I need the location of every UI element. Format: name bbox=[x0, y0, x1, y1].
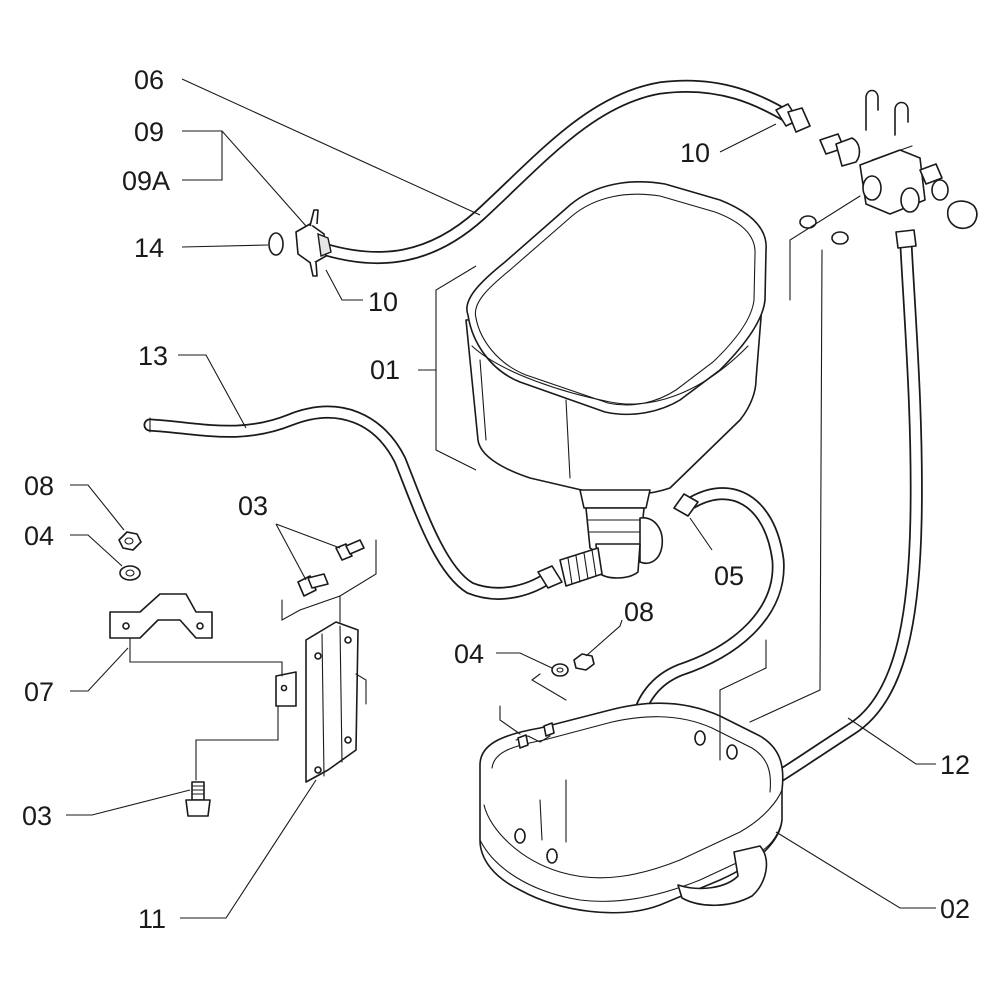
manifold bbox=[789, 89, 978, 301]
washer-04-left bbox=[119, 565, 141, 581]
nut-08-left bbox=[118, 531, 142, 551]
label-01: 01 bbox=[370, 355, 400, 385]
label-08-left: 08 bbox=[24, 471, 54, 501]
hose-12 bbox=[763, 229, 923, 789]
bracket-11 bbox=[129, 539, 377, 783]
label-06: 06 bbox=[134, 65, 164, 95]
label-07: 07 bbox=[24, 677, 54, 707]
label-12: 12 bbox=[940, 750, 970, 780]
label-04-left: 04 bbox=[24, 521, 54, 551]
seal-14 bbox=[268, 232, 284, 256]
bolt-03-bottom bbox=[185, 781, 211, 817]
label-02: 02 bbox=[940, 894, 970, 924]
tray-02 bbox=[479, 249, 823, 914]
hose-13 bbox=[143, 405, 563, 600]
nut-08-mid bbox=[573, 653, 595, 671]
label-10-left: 10 bbox=[368, 287, 398, 317]
hose-06 bbox=[320, 79, 811, 265]
label-05: 05 bbox=[714, 561, 744, 591]
valve-09 bbox=[295, 209, 332, 277]
label-08-mid: 08 bbox=[624, 597, 654, 627]
label-14: 14 bbox=[134, 233, 164, 263]
label-09: 09 bbox=[134, 117, 164, 147]
tank-01 bbox=[465, 181, 767, 509]
part-labels: 06 09 09A 14 10 10 01 13 08 04 03 07 03 … bbox=[22, 65, 970, 934]
leader-lines bbox=[66, 78, 936, 919]
bracket-07 bbox=[109, 593, 213, 639]
label-11: 11 bbox=[138, 904, 166, 934]
label-13: 13 bbox=[138, 341, 168, 371]
t-fitting bbox=[559, 507, 664, 587]
label-03-top: 03 bbox=[238, 491, 268, 521]
label-10-top: 10 bbox=[680, 138, 710, 168]
label-03-bottom: 03 bbox=[22, 801, 52, 831]
label-04-mid: 04 bbox=[454, 639, 484, 669]
washer-04-mid bbox=[551, 663, 569, 677]
label-09a: 09A bbox=[122, 166, 170, 196]
